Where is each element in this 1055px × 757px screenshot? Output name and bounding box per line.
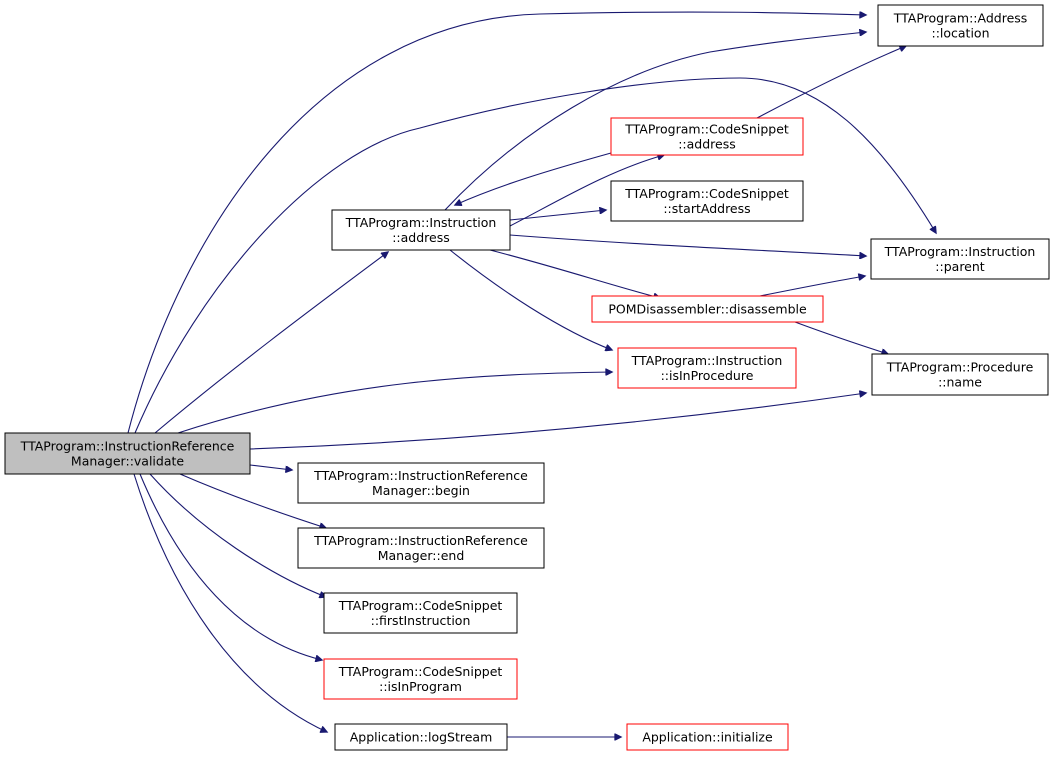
node-label-line: ::address	[678, 137, 736, 152]
node-label-line: TTAProgram::CodeSnippet	[624, 186, 789, 201]
node-cs-startaddress[interactable]: TTAProgram::CodeSnippet::startAddress	[610, 180, 804, 222]
node-irm-begin[interactable]: TTAProgram::InstructionReferenceManager:…	[297, 462, 545, 504]
node-label-line: ::startAddress	[663, 201, 750, 216]
edge-validate-to-instr_parent	[134, 77, 936, 434]
node-app-logstream[interactable]: Application::logStream	[334, 723, 508, 751]
edge-validate-to-cs_firstinstruction	[149, 473, 326, 597]
node-cs-isinprogram[interactable]: TTAProgram::CodeSnippet::isInProgram	[323, 658, 518, 700]
node-label-line: ::isInProgram	[379, 679, 462, 694]
node-label-line: ::parent	[935, 259, 984, 274]
edges-layer	[127, 12, 936, 737]
edge-validate-to-instr_isinprocedure	[177, 372, 612, 434]
node-label-line: ::address	[392, 230, 450, 245]
node-label-line: Application::logStream	[350, 730, 493, 745]
node-label-line: Manager::begin	[372, 483, 470, 498]
node-instr-isinprocedure[interactable]: TTAProgram::Instruction::isInProcedure	[617, 347, 797, 389]
node-label-line: TTAProgram::CodeSnippet	[338, 598, 503, 613]
node-validate[interactable]: TTAProgram::InstructionReferenceManager:…	[4, 432, 251, 475]
edge-instr_address-to-addr_location	[444, 32, 866, 211]
node-box	[610, 180, 804, 222]
node-box	[871, 353, 1049, 396]
node-box	[297, 527, 545, 569]
node-label-line: TTAProgram::CodeSnippet	[624, 122, 789, 137]
node-box	[323, 658, 518, 700]
edge-instr_address-to-pom_disassemble	[489, 249, 660, 298]
edge-pom_disassemble-to-instr_parent	[759, 276, 865, 297]
edge-validate-to-cs_isinprogram	[139, 473, 322, 660]
edge-validate-to-addr_location	[127, 12, 866, 434]
node-label-line: Manager::validate	[71, 454, 184, 469]
node-addr-location[interactable]: TTAProgram::Address::location	[877, 4, 1044, 47]
node-label-line: TTAProgram::Procedure	[886, 360, 1034, 375]
edge-validate-to-irm_end	[179, 473, 326, 528]
node-cs-address[interactable]: TTAProgram::CodeSnippet::address	[610, 117, 804, 156]
node-label-line: TTAProgram::Address	[893, 11, 1028, 26]
node-label-line: TTAProgram::Instruction	[345, 215, 497, 230]
edge-instr_address-to-instr_isinprocedure	[449, 249, 612, 350]
node-pom-disassemble[interactable]: POMDisassembler::disassemble	[591, 295, 824, 323]
node-label-line: TTAProgram::InstructionReference	[20, 439, 235, 454]
node-label-line: Manager::end	[378, 548, 465, 563]
node-box	[617, 347, 797, 389]
node-label-line: TTAProgram::Instruction	[884, 244, 1036, 259]
node-instr-parent[interactable]: TTAProgram::Instruction::parent	[870, 238, 1050, 280]
node-label-line: ::isInProcedure	[661, 368, 754, 383]
edge-cs_address-to-addr_location	[756, 46, 906, 119]
node-instr-address[interactable]: TTAProgram::Instruction::address	[331, 209, 511, 251]
node-box	[877, 4, 1044, 47]
node-box	[323, 592, 518, 634]
node-label-line: TTAProgram::InstructionReference	[313, 533, 528, 548]
edge-instr_address-to-instr_parent	[509, 234, 866, 256]
node-box	[334, 723, 508, 751]
node-box	[626, 723, 789, 751]
nodes-layer: TTAProgram::InstructionReferenceManager:…	[4, 4, 1050, 751]
node-label-line: TTAProgram::InstructionReference	[313, 468, 528, 483]
node-box	[610, 117, 804, 156]
node-app-initialize[interactable]: Application::initialize	[626, 723, 789, 751]
node-proc-name[interactable]: TTAProgram::Procedure::name	[871, 353, 1049, 396]
node-box	[4, 432, 251, 475]
node-label-line: TTAProgram::CodeSnippet	[338, 664, 503, 679]
edge-cs_address-to-instr_address	[455, 152, 612, 205]
edge-validate-to-irm_begin	[249, 464, 292, 470]
node-box	[331, 209, 511, 251]
edge-instr_address-to-cs_address	[509, 155, 664, 227]
node-cs-firstinstruction[interactable]: TTAProgram::CodeSnippet::firstInstructio…	[323, 592, 518, 634]
node-irm-end[interactable]: TTAProgram::InstructionReferenceManager:…	[297, 527, 545, 569]
node-label-line: ::location	[931, 26, 989, 41]
node-label-line: ::firstInstruction	[371, 613, 471, 628]
node-box	[297, 462, 545, 504]
edge-pom_disassemble-to-proc_name	[794, 321, 888, 354]
node-label-line: POMDisassembler::disassemble	[608, 302, 807, 317]
node-box	[870, 238, 1050, 280]
node-label-line: ::name	[938, 375, 982, 390]
edge-instr_address-to-cs_startaddress	[509, 210, 606, 221]
edge-validate-to-instr_address	[154, 252, 388, 434]
node-label-line: TTAProgram::Instruction	[631, 353, 783, 368]
node-box	[591, 295, 824, 323]
edge-validate-to-app_logstream	[133, 473, 327, 732]
edge-validate-to-proc_name	[249, 393, 866, 450]
node-label-line: Application::initialize	[642, 730, 773, 745]
